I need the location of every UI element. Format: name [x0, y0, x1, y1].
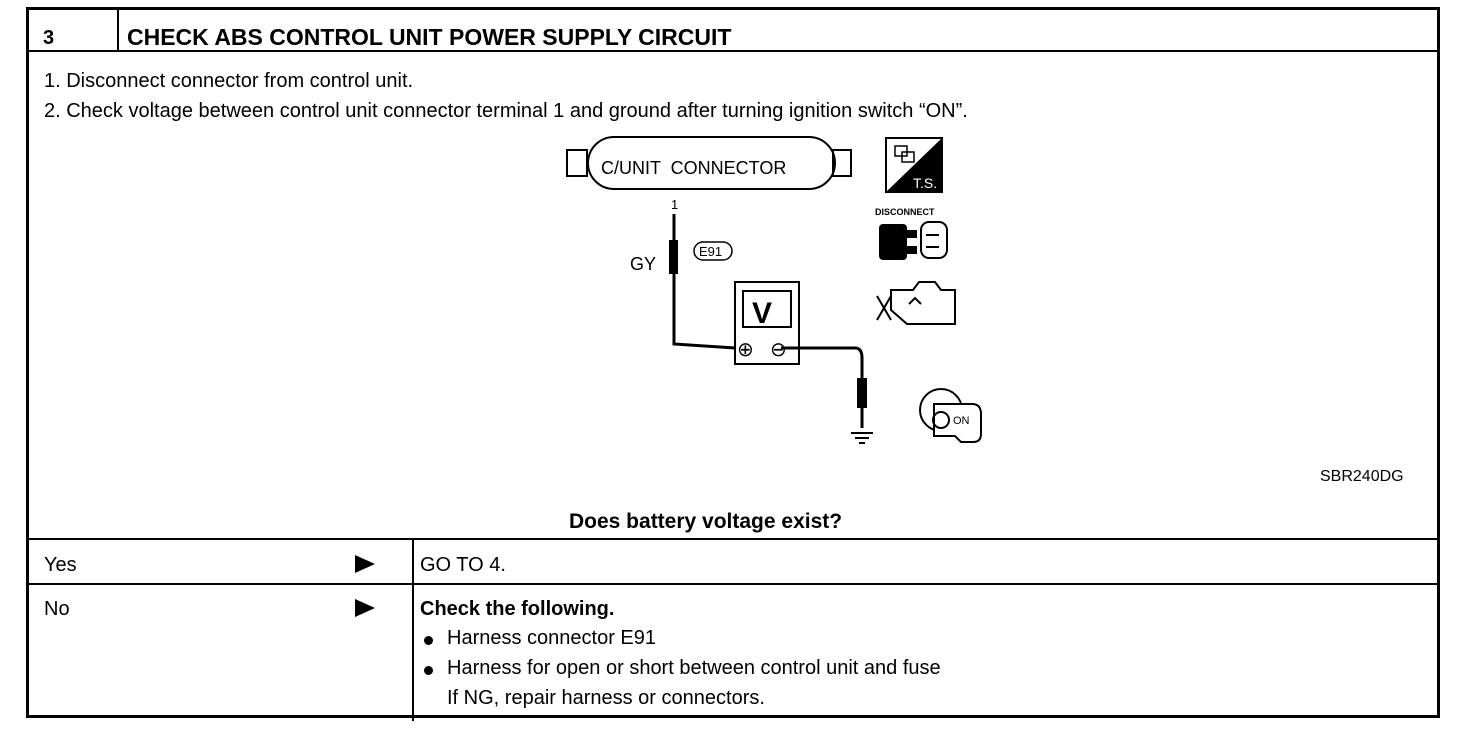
voltmeter-label: V — [752, 297, 772, 330]
ground-lead — [781, 346, 864, 428]
connector-id: E91 — [699, 244, 722, 259]
step-number: 3 — [43, 27, 55, 49]
answers-top-rule — [29, 538, 1437, 540]
connector-label: C/UNIT CONNECTOR — [601, 158, 786, 178]
yes-arrow-icon — [355, 555, 375, 573]
figure-code: SBR240DG — [1320, 468, 1404, 485]
wire-marker — [669, 240, 678, 274]
wire-color-label: GY — [630, 254, 656, 274]
bullet-icon — [424, 666, 433, 675]
control-unit-connector-shape — [566, 136, 852, 190]
ground-marker — [857, 378, 867, 408]
no-arrow-icon — [355, 599, 375, 617]
answer-no-item-1: Harness connector E91 — [447, 627, 657, 649]
disconnect-label: DISCONNECT — [875, 207, 935, 217]
ts-icon — [885, 137, 943, 193]
header-rule — [29, 50, 1437, 52]
disconnect-icon — [879, 221, 948, 260]
step-title: CHECK ABS CONTROL UNIT POWER SUPPLY CIRC… — [127, 24, 732, 50]
answer-no-heading: Check the following. — [420, 598, 615, 620]
instruction-2: 2. Check voltage between control unit co… — [44, 100, 968, 122]
answer-no-item-2: Harness for open or short between contro… — [447, 657, 941, 679]
ignition-key-on-icon — [919, 388, 982, 443]
answer-yes-action: GO TO 4. — [420, 554, 506, 576]
question: Does battery voltage exist? — [569, 510, 843, 533]
ts-label: T.S. — [913, 175, 937, 191]
header-divider — [117, 10, 119, 50]
connector-id-badge — [693, 241, 733, 261]
voltmeter-display — [742, 290, 792, 328]
answer-no-label: No — [44, 598, 70, 620]
answers-middle-rule — [29, 583, 1437, 585]
plus-terminal-symbol: ⊕ — [737, 337, 754, 361]
instruction-1: 1. Disconnect connector from control uni… — [44, 70, 414, 92]
answer-no-note: If NG, repair harness or connectors. — [447, 687, 765, 709]
terminal-number: 1 — [671, 197, 678, 212]
diagnostic-procedure-table: 3 CHECK ABS CONTROL UNIT POWER SUPPLY CI… — [26, 7, 1440, 721]
engine-off-icon — [876, 281, 956, 325]
wiring-diagram: C/UNIT CONNECTOR 1 GY E91 V ⊕ ⊖ T.S. — [566, 136, 1404, 485]
wire-gy — [672, 214, 736, 350]
answers-divider — [412, 538, 414, 721]
bullet-icon — [424, 636, 433, 645]
minus-terminal-symbol: ⊖ — [770, 337, 787, 361]
key-on-label: ON — [953, 415, 970, 427]
ground-icon — [851, 432, 873, 444]
answer-yes-label: Yes — [44, 554, 77, 576]
